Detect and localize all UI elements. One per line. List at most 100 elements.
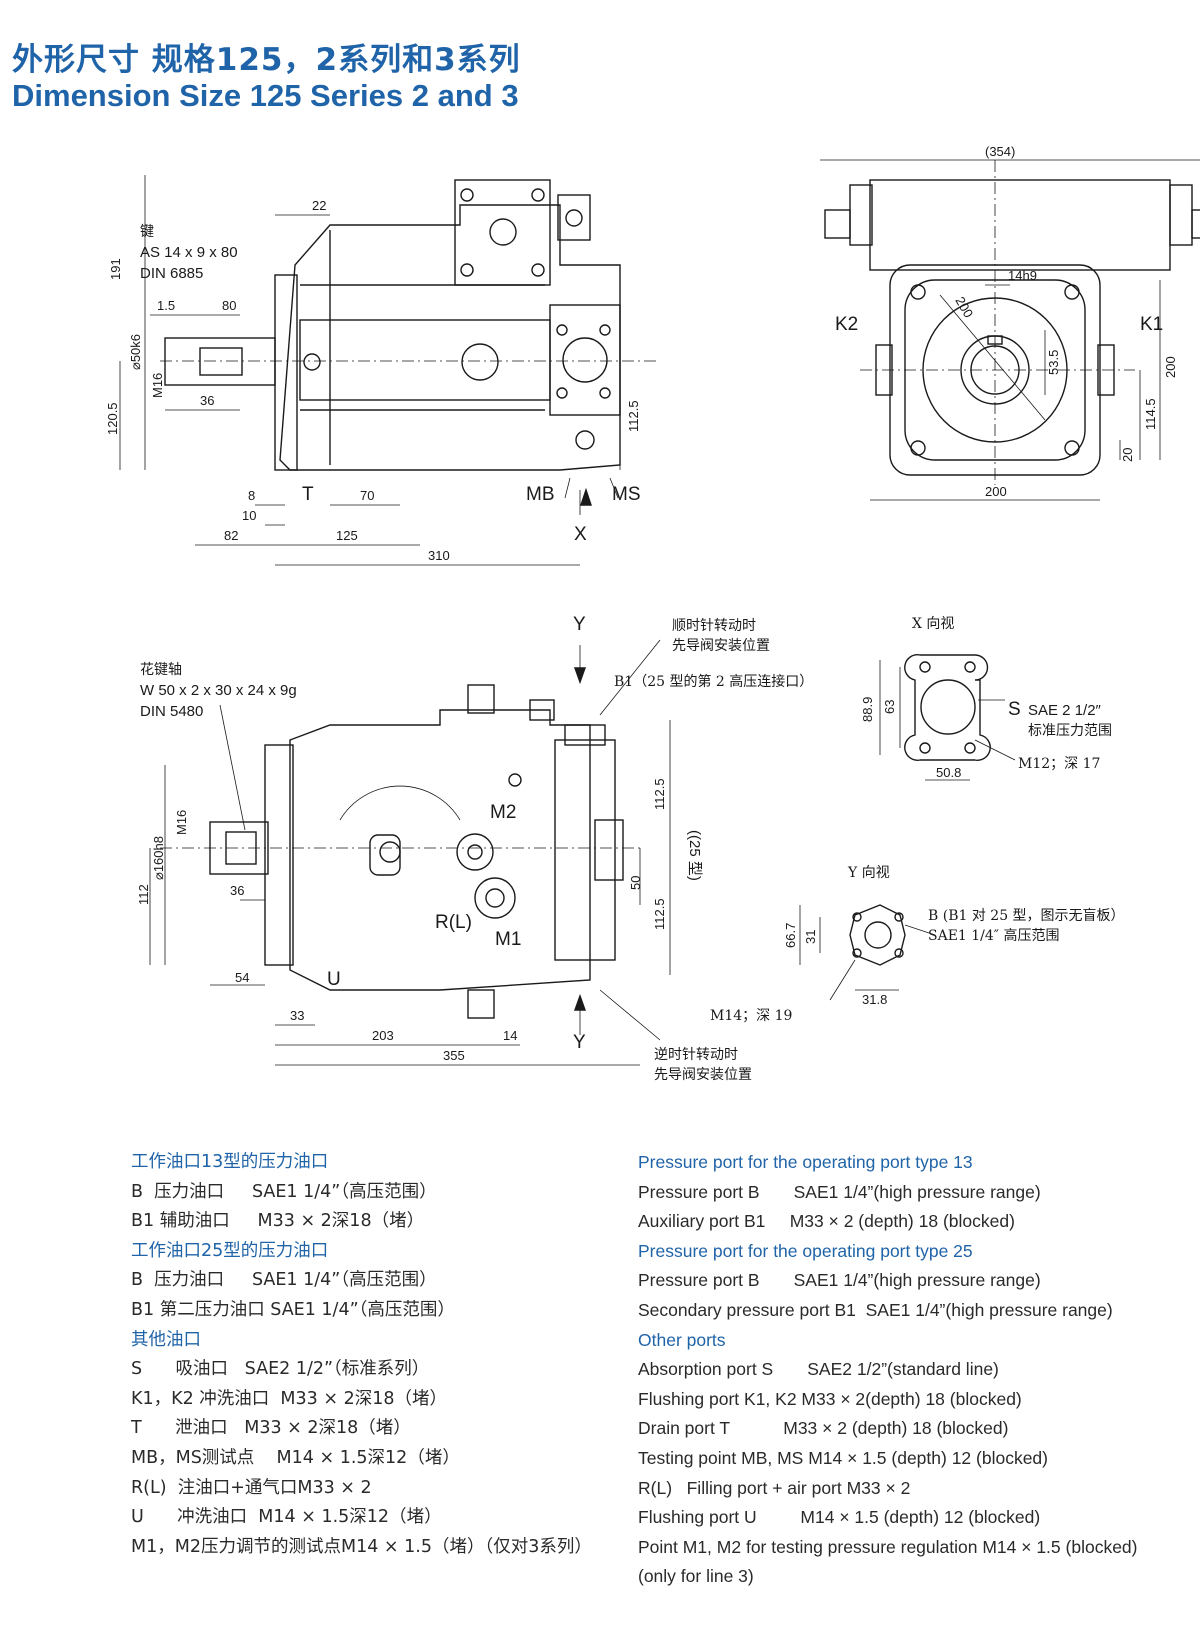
view-x-thread: M12；深 17 bbox=[1018, 756, 1100, 772]
legend-en-line: Pressure port B SAE1 1/4”(high pressure … bbox=[638, 1181, 1041, 1202]
view-y-thread: M14；深 19 bbox=[710, 1008, 792, 1024]
cw-note-1: 顺时针转动时 bbox=[672, 618, 756, 634]
legend-en-line: Point M1, M2 for testing pressure regula… bbox=[638, 1536, 1138, 1557]
view-x-port-s: S bbox=[1008, 699, 1021, 720]
port-rl: R(L) bbox=[435, 912, 472, 933]
legend-cn-line: K1，K2 冲洗油口 M33 × 2深18（堵） bbox=[131, 1388, 447, 1409]
legend-en-line: Flushing port K1, K2 M33 × 2(depth) 18 (… bbox=[638, 1388, 1022, 1409]
dim-80: 80 bbox=[222, 298, 236, 313]
ccw-note-2: 先导阀安装位置 bbox=[654, 1067, 752, 1083]
dim-200-bottom: 200 bbox=[985, 484, 1007, 499]
cw-note-2: 先导阀安装位置 bbox=[672, 638, 770, 654]
front-view-drawing bbox=[820, 159, 1200, 501]
view-x-s-spec: SAE 2 1/2″ bbox=[1028, 702, 1102, 719]
technical-drawings: 键 AS 14 x 9 x 80 DIN 6885 22 191 1.5 80 … bbox=[105, 144, 1200, 1083]
port-u: U bbox=[327, 969, 341, 990]
dim-14: 14 bbox=[503, 1028, 517, 1043]
legend-en-heading: Pressure port for the operating port typ… bbox=[638, 1152, 973, 1172]
dim-120-5: 120.5 bbox=[105, 402, 120, 435]
dim-66-7: 66.7 bbox=[783, 923, 798, 948]
dim-160h8: ⌀160h8 bbox=[151, 836, 166, 880]
legend-en-line: Absorption port S SAE2 1/2”(standard lin… bbox=[638, 1359, 999, 1380]
dim-200-diag: 200 bbox=[952, 294, 976, 320]
side-view-labels: 键 AS 14 x 9 x 80 DIN 6885 22 191 1.5 80 … bbox=[105, 198, 641, 563]
view-y-b-range: SAE1 1/4″ 高压范围 bbox=[928, 927, 1060, 944]
view-y-title: Y 向视 bbox=[847, 865, 890, 881]
legend-cn-heading: 其他油口 bbox=[131, 1329, 201, 1350]
dim-88-9: 88.9 bbox=[860, 697, 875, 722]
dim-63: 63 bbox=[882, 700, 897, 714]
dim-200-vert: 200 bbox=[1163, 356, 1178, 378]
dim-14h9: 14h9 bbox=[1008, 268, 1037, 283]
port-m1: M1 bbox=[495, 929, 521, 950]
view-marker-y-top: Y bbox=[573, 614, 586, 635]
legend-en-line: Drain port T M33 × 2 (depth) 18 (blocked… bbox=[638, 1418, 1009, 1439]
dim-53-5: 53.5 bbox=[1046, 350, 1061, 375]
key-label-din: DIN 6885 bbox=[140, 265, 203, 282]
view-y-b-spec: B (B1 对 25 型，图示无盲板） bbox=[928, 907, 1125, 924]
dim-36-spline: 36 bbox=[230, 883, 244, 898]
port-mb: MB bbox=[526, 484, 555, 505]
dim-70: 70 bbox=[360, 488, 374, 503]
title-chinese: 外形尺寸 规格125，2系列和3系列 bbox=[12, 42, 521, 78]
dim-50-8: 50.8 bbox=[936, 765, 961, 780]
port-k2: K2 bbox=[835, 314, 858, 335]
key-label-spec: AS 14 x 9 x 80 bbox=[140, 244, 238, 261]
title-english: Dimension Size 125 Series 2 and 3 bbox=[12, 78, 519, 113]
legend-cn-line: T 泄油口 M33 × 2深18（堵） bbox=[131, 1418, 411, 1439]
view-x-drawing bbox=[879, 654, 1016, 781]
port-t: T bbox=[302, 484, 314, 505]
port-m2: M2 bbox=[490, 802, 516, 823]
dim-112-5-top: 112.5 bbox=[652, 778, 667, 810]
legend-en-line: Secondary pressure port B1 SAE1 1/4”(hig… bbox=[638, 1299, 1113, 1320]
view-x-title: X 向视 bbox=[912, 616, 954, 632]
dim-31-8: 31.8 bbox=[862, 992, 887, 1007]
legend-en-heading: Other ports bbox=[638, 1329, 726, 1350]
legend-en-heading: Pressure port for the operating port typ… bbox=[638, 1240, 973, 1261]
dim-112-5: 112.5 bbox=[626, 400, 641, 432]
dim-1-5: 1.5 bbox=[157, 298, 175, 313]
dim-310: 310 bbox=[428, 548, 450, 563]
legend-cn-line: R(L) 注油口+通气口M33 × 2 bbox=[131, 1477, 372, 1498]
view-marker-y-bottom: Y bbox=[573, 1032, 586, 1053]
view-y-drawing bbox=[799, 904, 936, 1001]
dim-112-5-bottom: 112.5 bbox=[652, 898, 667, 930]
spline-label-cn: 花键轴 bbox=[140, 662, 182, 678]
legend-en-line: Flushing port U M14 × 1.5 (depth) 12 (bl… bbox=[638, 1507, 1041, 1528]
legend-cn-line: B 压力油口 SAE1 1/4”（高压范围） bbox=[131, 1270, 437, 1291]
dim-125: 125 bbox=[336, 528, 358, 543]
legend-cn-line: B 压力油口 SAE1 1/4”（高压范围） bbox=[131, 1181, 437, 1202]
legend-en-line: (only for line 3) bbox=[638, 1566, 754, 1587]
legend-cn-heading: 工作油口25型的压力油口 bbox=[131, 1240, 329, 1261]
view-marker-x: X bbox=[574, 524, 587, 545]
ccw-note-1: 逆时针转动时 bbox=[654, 1047, 738, 1063]
dim-203: 203 bbox=[372, 1028, 394, 1043]
top-view-labels: 花键轴 W 50 x 2 x 30 x 24 x 9g DIN 5480 顺时针… bbox=[136, 614, 813, 1083]
dim-10: 10 bbox=[242, 508, 256, 523]
dim-50: 50 bbox=[628, 876, 643, 890]
b1-note: B1（25 型的第 2 高压连接口） bbox=[614, 673, 813, 690]
dim-20: 20 bbox=[1120, 448, 1135, 462]
dim-54: 54 bbox=[235, 970, 249, 985]
dim-355: 355 bbox=[443, 1048, 465, 1063]
dim-114-5: 114.5 bbox=[1143, 398, 1158, 430]
side-view-drawing bbox=[119, 175, 660, 566]
dim-82: 82 bbox=[224, 528, 238, 543]
top-view-drawing bbox=[149, 639, 671, 1066]
port-ms: MS bbox=[612, 484, 641, 505]
legend-en-line: R(L) Filling port + air port M33 × 2 bbox=[638, 1477, 911, 1498]
front-view-labels: (354) 14h9 200 53.5 200 114.5 20 200 K2 … bbox=[835, 144, 1178, 499]
dim-8: 8 bbox=[248, 488, 255, 503]
legend-cn-line: B1 第二压力油口 SAE1 1/4”（高压范围） bbox=[131, 1299, 455, 1320]
legend-cn-line: S 吸油口 SAE2 1/2”（标准系列） bbox=[131, 1359, 430, 1380]
view-x-labels: X 向视 S SAE 2 1/2″ 标准压力范围 88.9 63 50.8 M1… bbox=[860, 616, 1112, 780]
dim-m16-spline: M16 bbox=[174, 810, 189, 835]
dim-354: (354) bbox=[985, 144, 1015, 159]
dim-50k6: ⌀50k6 bbox=[128, 334, 143, 370]
view-x-s-range: 标准压力范围 bbox=[1028, 722, 1112, 739]
legend-english: Pressure port for the operating port typ… bbox=[638, 1148, 1198, 1592]
legend-cn-line: U 冲洗油口 M14 × 1.5深12（堵） bbox=[131, 1507, 442, 1528]
dim-112: 112 bbox=[136, 884, 151, 905]
legend-cn-line: M1，M2压力调节的测试点M14 × 1.5（堵）（仅对3系列） bbox=[131, 1536, 592, 1557]
